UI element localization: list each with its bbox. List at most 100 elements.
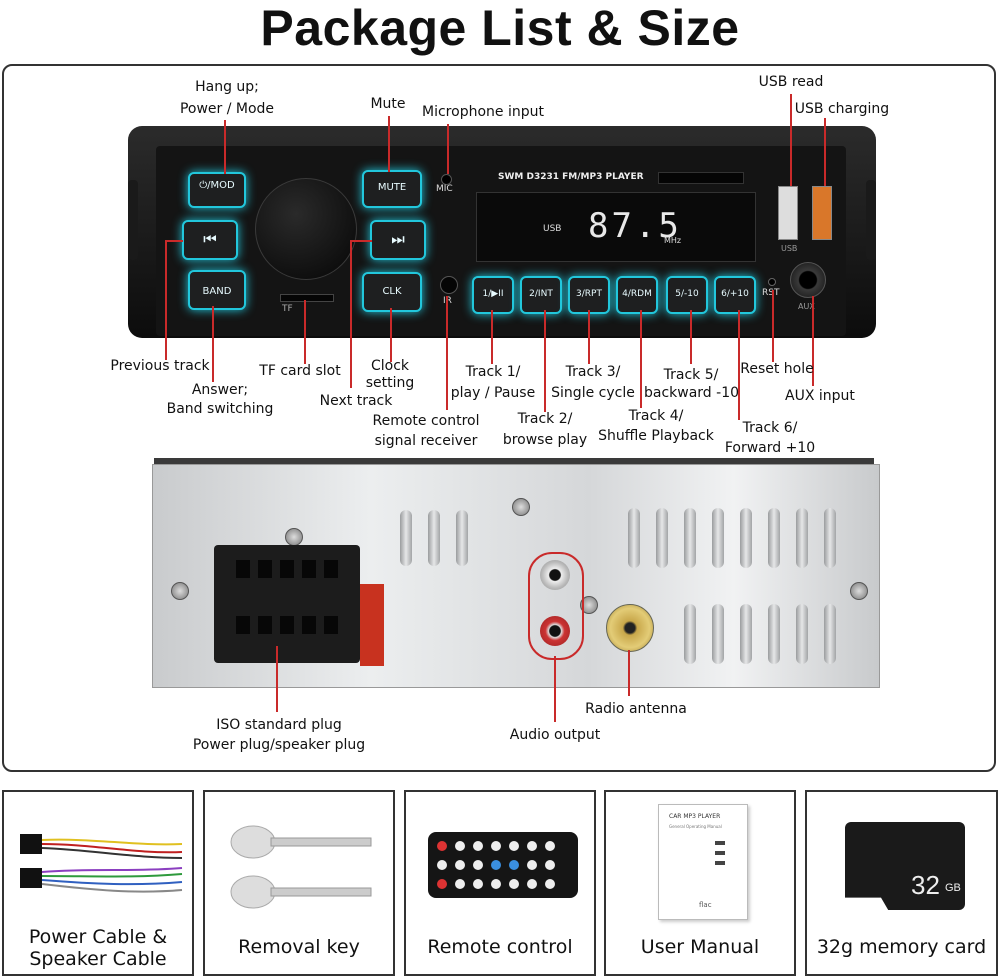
clock-button[interactable]: CLK <box>362 272 422 312</box>
accessory-memory-card: 32 GB 32g memory card <box>805 790 998 976</box>
label-mute: Mute <box>370 96 406 112</box>
removal-key-icon <box>230 825 372 909</box>
accessory-label: User Manual <box>640 936 760 958</box>
lcd-display <box>476 192 756 262</box>
vent-slot <box>712 508 724 568</box>
vent-slot <box>684 604 696 664</box>
vent-slot <box>740 604 752 664</box>
vent-slot <box>824 508 836 568</box>
vent-slot <box>428 510 440 566</box>
accessory-label: 32g memory card <box>816 936 987 958</box>
vent-slot <box>768 508 780 568</box>
manual-booklet: CAR MP3 PLAYER General Operating Manual … <box>658 804 748 920</box>
mic-mark: MIC <box>436 184 453 194</box>
lcd-unit: MHz <box>664 236 682 245</box>
label-track1: Track 1/play / Pause <box>450 364 536 401</box>
label-usb-read: USB read <box>758 74 824 90</box>
accessory-label: Removal key <box>238 936 360 958</box>
left-release-slot <box>128 180 138 260</box>
label-track5: Track 5/backward -10 <box>644 367 740 401</box>
screw <box>850 582 868 600</box>
next-track-button[interactable]: ⏭ <box>370 220 426 260</box>
label-previous-track: Previous track <box>110 358 210 374</box>
label-track6: Track 6/Forward +10 <box>724 420 816 456</box>
reset-hole[interactable] <box>768 278 776 286</box>
previous-track-button[interactable]: ⏮ <box>182 220 238 260</box>
manual-title: CAR MP3 PLAYER <box>669 813 721 820</box>
preset-4-button[interactable]: 4/RDM <box>616 276 658 314</box>
right-release-slot <box>866 180 876 260</box>
screw <box>285 528 303 546</box>
label-microphone: Microphone input <box>422 104 544 120</box>
screw <box>580 596 598 614</box>
card-unit: GB <box>945 882 961 894</box>
rst-mark: RST <box>762 288 780 298</box>
flac-mark: flac <box>699 901 712 909</box>
accessory-label: Remote control <box>427 936 573 958</box>
screw <box>512 498 530 516</box>
label-radio-antenna: Radio antenna <box>585 701 687 717</box>
aux-jack[interactable] <box>790 262 826 298</box>
label-reset-hole: Reset hole <box>740 361 814 377</box>
vent-slot <box>740 508 752 568</box>
accessory-remote-control: Remote control <box>404 790 596 976</box>
vent-slot <box>684 508 696 568</box>
preset-1-button[interactable]: 1/▶II <box>472 276 514 314</box>
accessory-label: Power Cable &Speaker Cable <box>28 926 168 970</box>
cable-harness-icon <box>20 834 183 893</box>
fuse-holder <box>360 584 384 666</box>
lcd-source: USB <box>543 224 562 234</box>
vent-slot <box>628 508 640 568</box>
manual-subtitle: General Operating Manual <box>669 824 722 829</box>
usb-read-port[interactable] <box>778 186 798 240</box>
volume-knob[interactable] <box>255 178 357 280</box>
label-hang-up: Hang up;Power / Mode <box>179 79 275 117</box>
label-usb-charging: USB charging <box>794 101 890 117</box>
remote-control-icon <box>428 832 578 898</box>
lcd-frequency: 87.5 <box>588 206 682 246</box>
vent-slot <box>796 508 808 568</box>
display-slot <box>658 172 744 184</box>
tf-card-slot[interactable] <box>280 294 334 302</box>
preset-2-button[interactable]: 2/INT <box>520 276 562 314</box>
accessory-removal-key: Removal key <box>203 790 395 976</box>
antenna-jack[interactable] <box>606 604 654 652</box>
vent-slot <box>400 510 412 566</box>
label-tf-slot: TF card slot <box>259 363 341 379</box>
tf-mark: TF <box>282 304 293 314</box>
chassis-top-edge <box>154 458 874 468</box>
vent-slot <box>796 604 808 664</box>
accessory-power-cable: Power Cable &Speaker Cable <box>2 790 194 976</box>
label-track3: Track 3/Single cycle <box>551 364 635 401</box>
usb-charging-port[interactable] <box>812 186 832 240</box>
preset-5-button[interactable]: 5/-10 <box>666 276 708 314</box>
label-aux-input: AUX input <box>785 388 855 404</box>
label-answer: Answer;Band switching <box>166 382 274 417</box>
accessory-user-manual: CAR MP3 PLAYER General Operating Manual … <box>604 790 796 976</box>
power-mode-button[interactable]: ⏻/MOD <box>188 172 246 208</box>
label-next-track: Next track <box>319 393 393 409</box>
mute-button[interactable]: MUTE <box>362 170 422 208</box>
sd-card-icon <box>845 822 965 910</box>
label-audio-output: Audio output <box>509 727 601 743</box>
card-capacity: 32 <box>911 870 940 900</box>
model-text: SWM D3231 FM/MP3 PLAYER <box>498 172 644 182</box>
vent-slot <box>768 604 780 664</box>
vent-slot <box>656 508 668 568</box>
microphone-hole <box>441 174 452 185</box>
label-track2: Track 2/browse play <box>502 411 588 448</box>
vent-slot <box>824 604 836 664</box>
vent-slot <box>456 510 468 566</box>
preset-3-button[interactable]: 3/RPT <box>568 276 610 314</box>
ir-receiver <box>440 276 458 294</box>
screw <box>171 582 189 600</box>
audio-output-highlight <box>528 552 584 660</box>
vent-slot <box>712 604 724 664</box>
product-diagram-frame <box>2 64 996 772</box>
preset-6-button[interactable]: 6/+10 <box>714 276 756 314</box>
usb-mark: USB <box>781 244 798 253</box>
label-track4: Track 4/Shuffle Playback <box>598 408 714 444</box>
band-button[interactable]: BAND <box>188 270 246 310</box>
